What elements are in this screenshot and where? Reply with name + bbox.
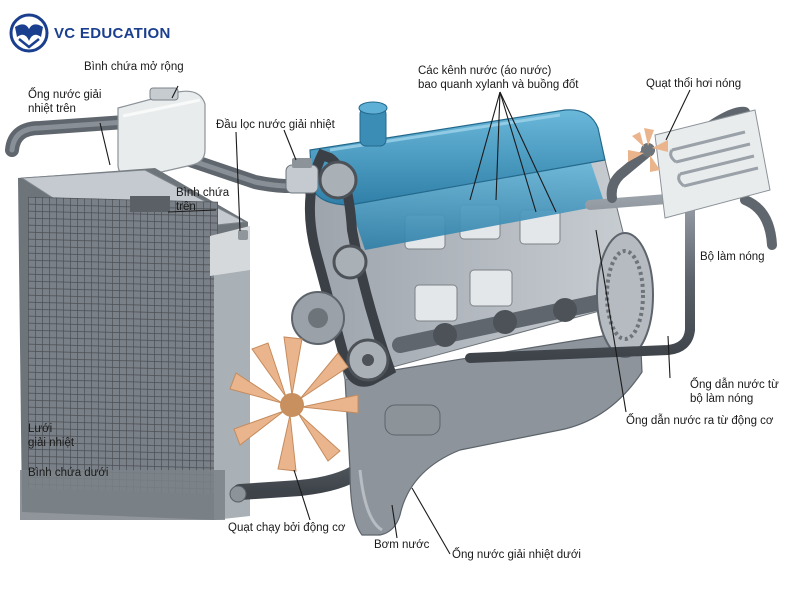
radiator (18, 168, 250, 520)
label-expansion-tank: Bình chứa mở rộng (84, 61, 184, 73)
label-engine-fan: Quạt chạy bởi động cơ (228, 522, 346, 534)
pointer-lines (99, 85, 691, 555)
label-radiator-cap: Đầu lọc nước giải nhiệt (216, 119, 335, 131)
heater-return-hose (606, 145, 655, 203)
label-engine-outlet-hose: Ống dẫn nước ra từ động cơ (626, 415, 774, 427)
label-water-pump: Bơm nước (374, 539, 430, 551)
heater-core (654, 109, 771, 219)
label-upper-hose: Ống nước giải nhiệt trên (28, 89, 102, 115)
engine-block (304, 139, 641, 381)
label-lower-hose: Ống nước giải nhiệt dưới (452, 549, 581, 561)
brand-name: VC EDUCATION (54, 25, 171, 42)
cylinder-head (309, 101, 606, 206)
label-heater-core: Bộ làm nóng (700, 251, 765, 263)
heater-fan (628, 128, 668, 172)
label-heater-fan: Quạt thổi hơi nóng (646, 78, 742, 90)
engine-fan (229, 336, 359, 472)
label-water-jackets: Các kênh nước (áo nước) bao quanh xylanh… (418, 65, 579, 91)
label-heater-return-hose: Ống dẫn nước từ bộ làm nóng (690, 379, 779, 405)
label-radiator-core: Lưới giải nhiệt (28, 423, 75, 449)
label-lower-tank: Bình chứa dưới (28, 467, 109, 479)
label-upper-tank: Bình chứa trên (176, 187, 230, 213)
oil-pan (344, 329, 643, 536)
timing-belt (304, 148, 397, 387)
expansion-tank (117, 87, 206, 179)
water-pump (291, 291, 441, 436)
flywheel (596, 232, 654, 358)
thermostat-housing (285, 158, 319, 194)
vc-education-logo (9, 13, 49, 53)
